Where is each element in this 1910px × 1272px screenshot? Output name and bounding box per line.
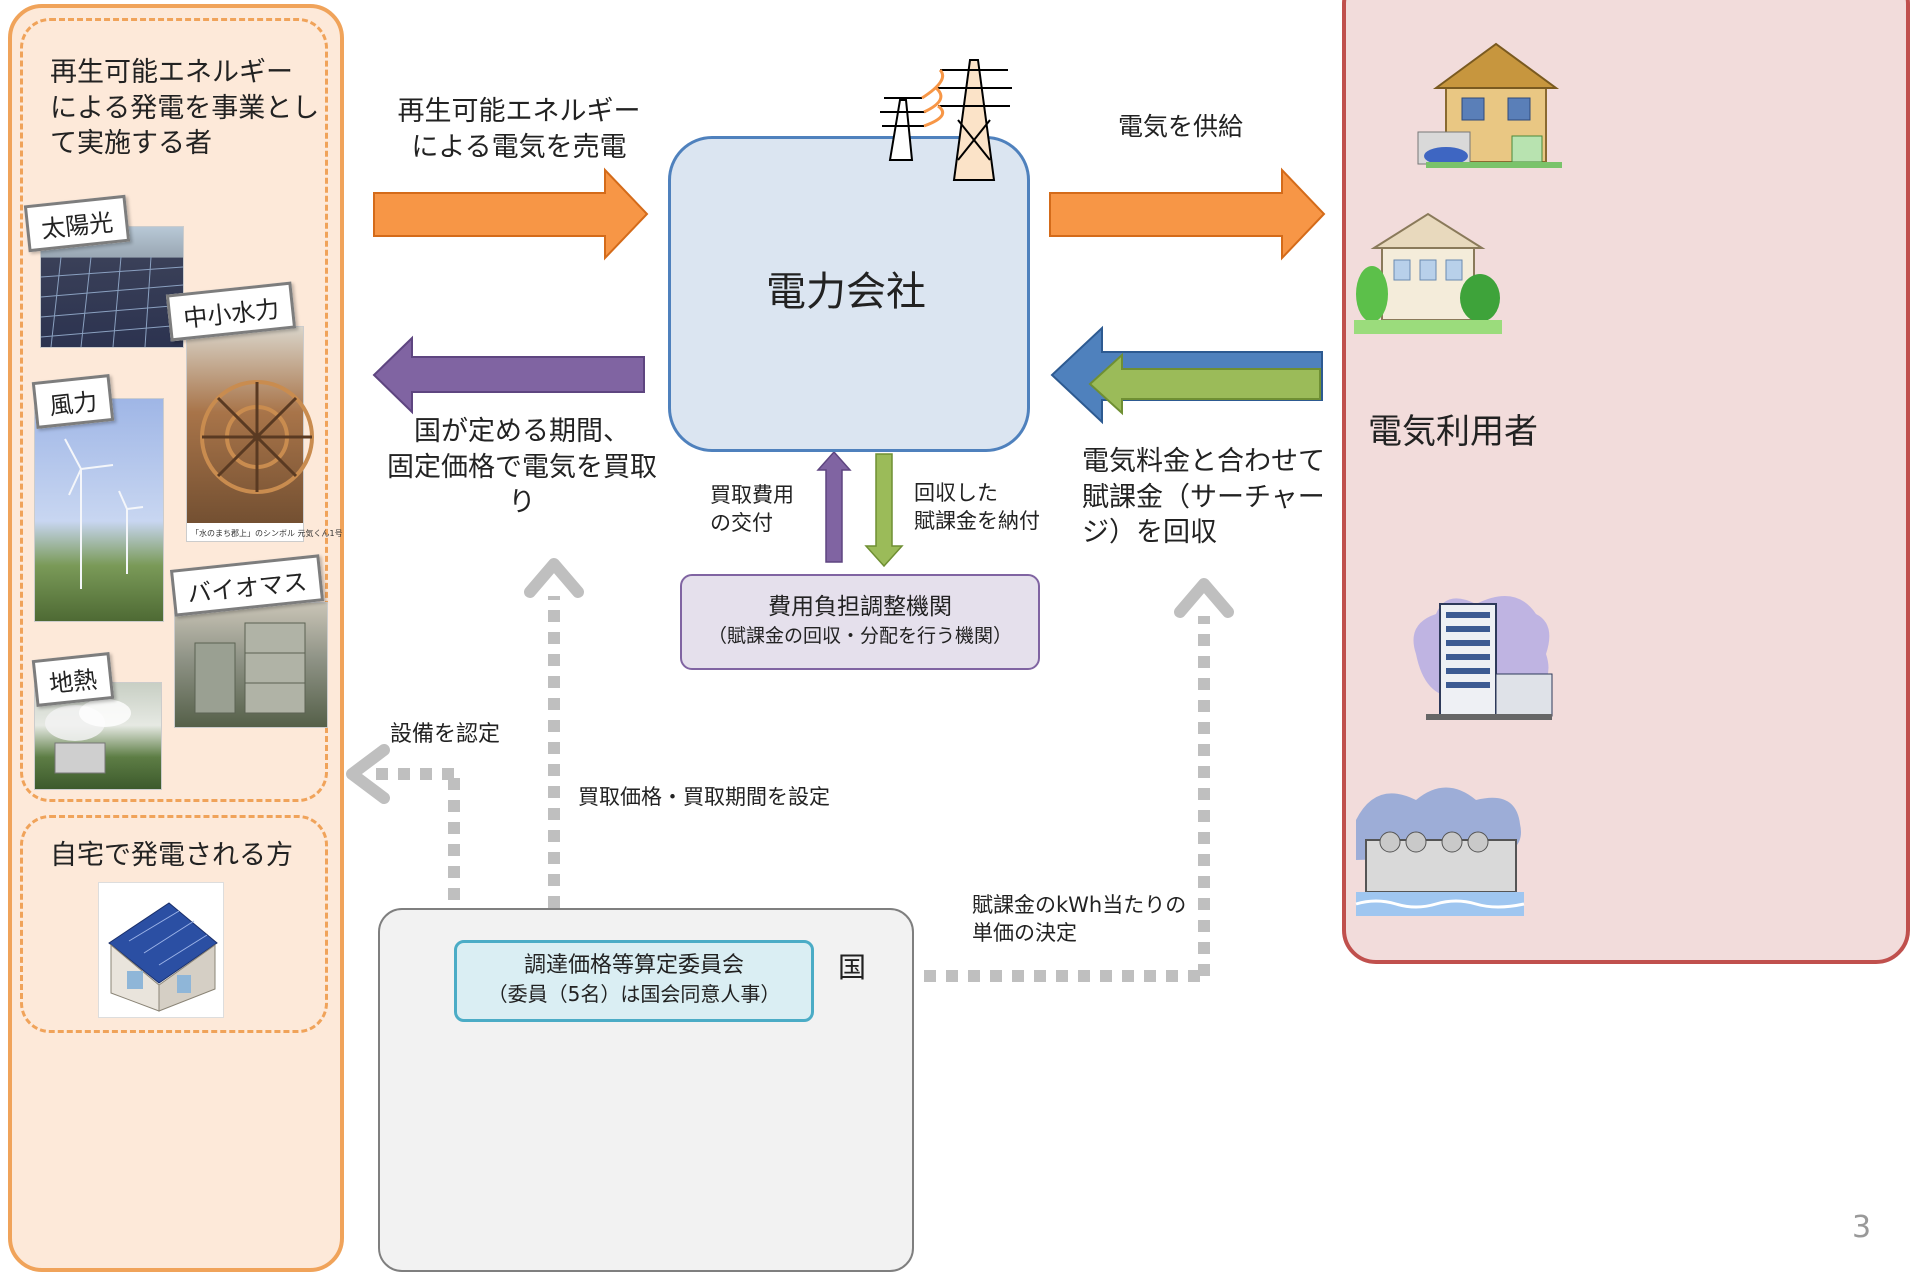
agency-subtitle: （賦課金の回収・分配を行う機関） <box>707 625 1012 647</box>
flow-arrows-layer <box>346 167 1326 982</box>
sell-label: 再生可能エネルギー による電気を売電 <box>397 96 641 163</box>
users-label: 電気利用者 <box>1368 412 1538 452</box>
pay-arrow <box>864 453 904 568</box>
supply-arrow <box>1049 167 1326 261</box>
agency-title: 費用負担調整機関 <box>768 594 952 620</box>
certify-label: 設備を認定 <box>390 722 501 747</box>
geothermal-plant-photo <box>34 682 162 790</box>
wind-turbine-photo <box>34 398 164 622</box>
power-company-label: 電力会社 <box>766 269 926 315</box>
house-icon <box>1354 212 1502 334</box>
biomass-plant-photo <box>174 602 328 728</box>
buy-label: 国が定める期間、 固定価格で電気を買取り <box>387 416 657 519</box>
home-generator-group <box>20 815 328 1033</box>
factory-icon <box>1355 787 1525 916</box>
power-tower-icon <box>880 59 1012 181</box>
solar-house-icon <box>98 882 224 1018</box>
home-generator-title: 自宅で発電される方 <box>50 840 293 871</box>
producers-business-group <box>20 18 328 802</box>
sell-arrow <box>373 167 649 261</box>
collect-green-arrow <box>1088 352 1321 416</box>
committee-box: 調達価格等算定委員会 （委員（5名）は国会同意人事） <box>454 940 814 1022</box>
collect-label: 電気料金と合わせて 賦課金（サーチャー ジ）を回収 <box>1082 446 1325 549</box>
water-wheel-photo: 「水のまち郡上」のシンボル 元気くん1号 <box>186 326 343 542</box>
cost-adjustment-agency-box: 費用負担調整機関 （賦課金の回収・分配を行う機関） <box>680 574 1040 670</box>
grant-arrow <box>816 450 852 563</box>
buy-arrow <box>372 335 645 415</box>
country-label: 国 <box>838 951 867 984</box>
unit-price-label: 賦課金のkWh当たりの 単価の決定 <box>972 893 1187 945</box>
photo-caption: 「水のまち郡上」のシンボル 元気くん1号 <box>191 528 343 538</box>
producers-title: 再生可能エネルギー による発電を事業とし て実施する者 <box>50 57 320 160</box>
pay-label: 回収した 賦課金を納付 <box>914 481 1040 533</box>
set-price-connector <box>524 558 584 930</box>
power-company-box <box>668 136 1030 452</box>
committee-title: 調達価格等算定委員会 <box>523 953 744 978</box>
supply-label: 電気を供給 <box>1118 112 1244 141</box>
building-icon <box>1413 596 1553 720</box>
page-number: 3 <box>1852 1210 1872 1245</box>
grant-label: 買取費用 の交付 <box>710 483 794 535</box>
committee-subtitle: （委員（5名）は国会同意人事） <box>487 982 781 1006</box>
certify-connector <box>346 744 460 900</box>
unit-price-connector <box>924 578 1234 982</box>
house-icon <box>1417 42 1562 168</box>
set-price-label: 買取価格・買取期間を設定 <box>578 785 830 809</box>
